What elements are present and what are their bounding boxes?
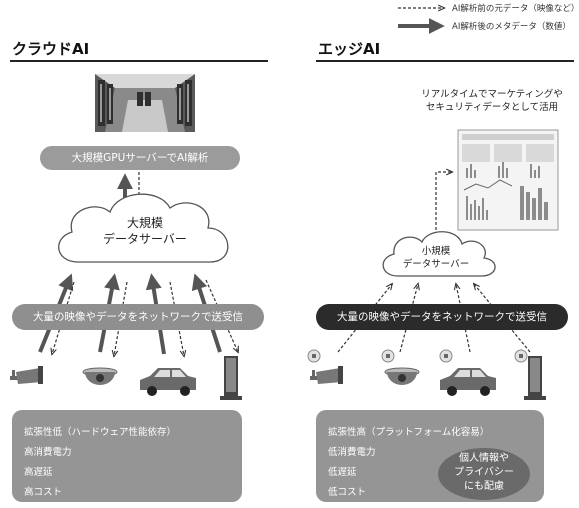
cloud-box-line-3: 高遅延: [24, 467, 53, 478]
cloud-box-line-4: 高コスト: [24, 487, 63, 498]
edge-box-line-4: 低コスト: [328, 487, 367, 498]
small-server-line1: 小規模: [421, 246, 451, 257]
cloud-gpu-analysis-pill: 大規模GPUサーバーでAI解析: [40, 146, 240, 170]
large-server-line2: データサーバー: [103, 232, 187, 246]
edge-caption: リアルタイムでマーケティングや セキュリティデータとして活用: [412, 88, 572, 114]
edge-box-line-3: 低遅延: [328, 467, 357, 478]
digital-signage-icon: [524, 356, 546, 400]
dashboard-image: [457, 129, 559, 231]
small-server-label: 小規模 データサーバー: [394, 245, 478, 271]
large-server-label: 大規模 データサーバー: [90, 215, 200, 247]
security-camera-icon: [310, 366, 343, 384]
edge-to-dashboard-arrow: [435, 172, 452, 230]
cloud-box-line-2: 高消費電力: [24, 447, 72, 458]
ai-chip-badges: [307, 349, 528, 363]
privacy-line1: 個人情報や: [459, 453, 509, 464]
legend-dashed-label: AI解析前の元データ（映像など）: [452, 4, 579, 14]
edge-characteristics-box: 拡張性高（プラットフォーム化容易） 低消費電力 低遅延 低コスト 個人情報や プ…: [316, 410, 544, 502]
cloud-network-pill: 大量の映像やデータをネットワークで送受信: [12, 304, 264, 330]
edge-caption-line1: リアルタイムでマーケティングや: [421, 89, 563, 100]
small-cloud-shape: [382, 231, 496, 277]
privacy-line2: プライバシー: [454, 467, 514, 478]
car-icon: [440, 368, 496, 396]
edge-network-pill: 大量の映像やデータをネットワークで送受信: [316, 304, 568, 330]
cloud-title-rule: [10, 60, 268, 62]
legend-solid-label: AI解析後のメタデータ（数値）: [452, 22, 571, 32]
edge-box-line-2: 低消費電力: [328, 447, 376, 458]
edge-ai-title: エッジAI: [318, 40, 381, 58]
edge-caption-line2: セキュリティデータとして活用: [425, 102, 559, 113]
privacy-line3: にも配慮: [464, 481, 504, 492]
dome-camera-icon: [384, 367, 420, 385]
edge-title-rule: [316, 60, 574, 62]
large-server-line1: 大規模: [126, 216, 163, 230]
cloud-characteristics-box: 拡張性低（ハードウェア性能依存） 高消費電力 高遅延 高コスト: [12, 410, 242, 502]
digital-signage-icon: [220, 356, 242, 400]
car-icon: [140, 368, 196, 396]
cloud-ai-title: クラウドAI: [12, 40, 90, 58]
small-server-line2: データサーバー: [402, 259, 470, 270]
dome-camera-icon: [82, 367, 118, 385]
edge-box-line-1: 拡張性高（プラットフォーム化容易）: [328, 427, 490, 438]
privacy-oval: 個人情報や プライバシー にも配慮: [438, 448, 530, 500]
cloud-box-line-1: 拡張性低（ハードウェア性能依存）: [24, 427, 177, 438]
security-camera-icon: [10, 366, 43, 384]
datacenter-image: [95, 74, 195, 132]
large-cloud-shape: [58, 193, 229, 263]
